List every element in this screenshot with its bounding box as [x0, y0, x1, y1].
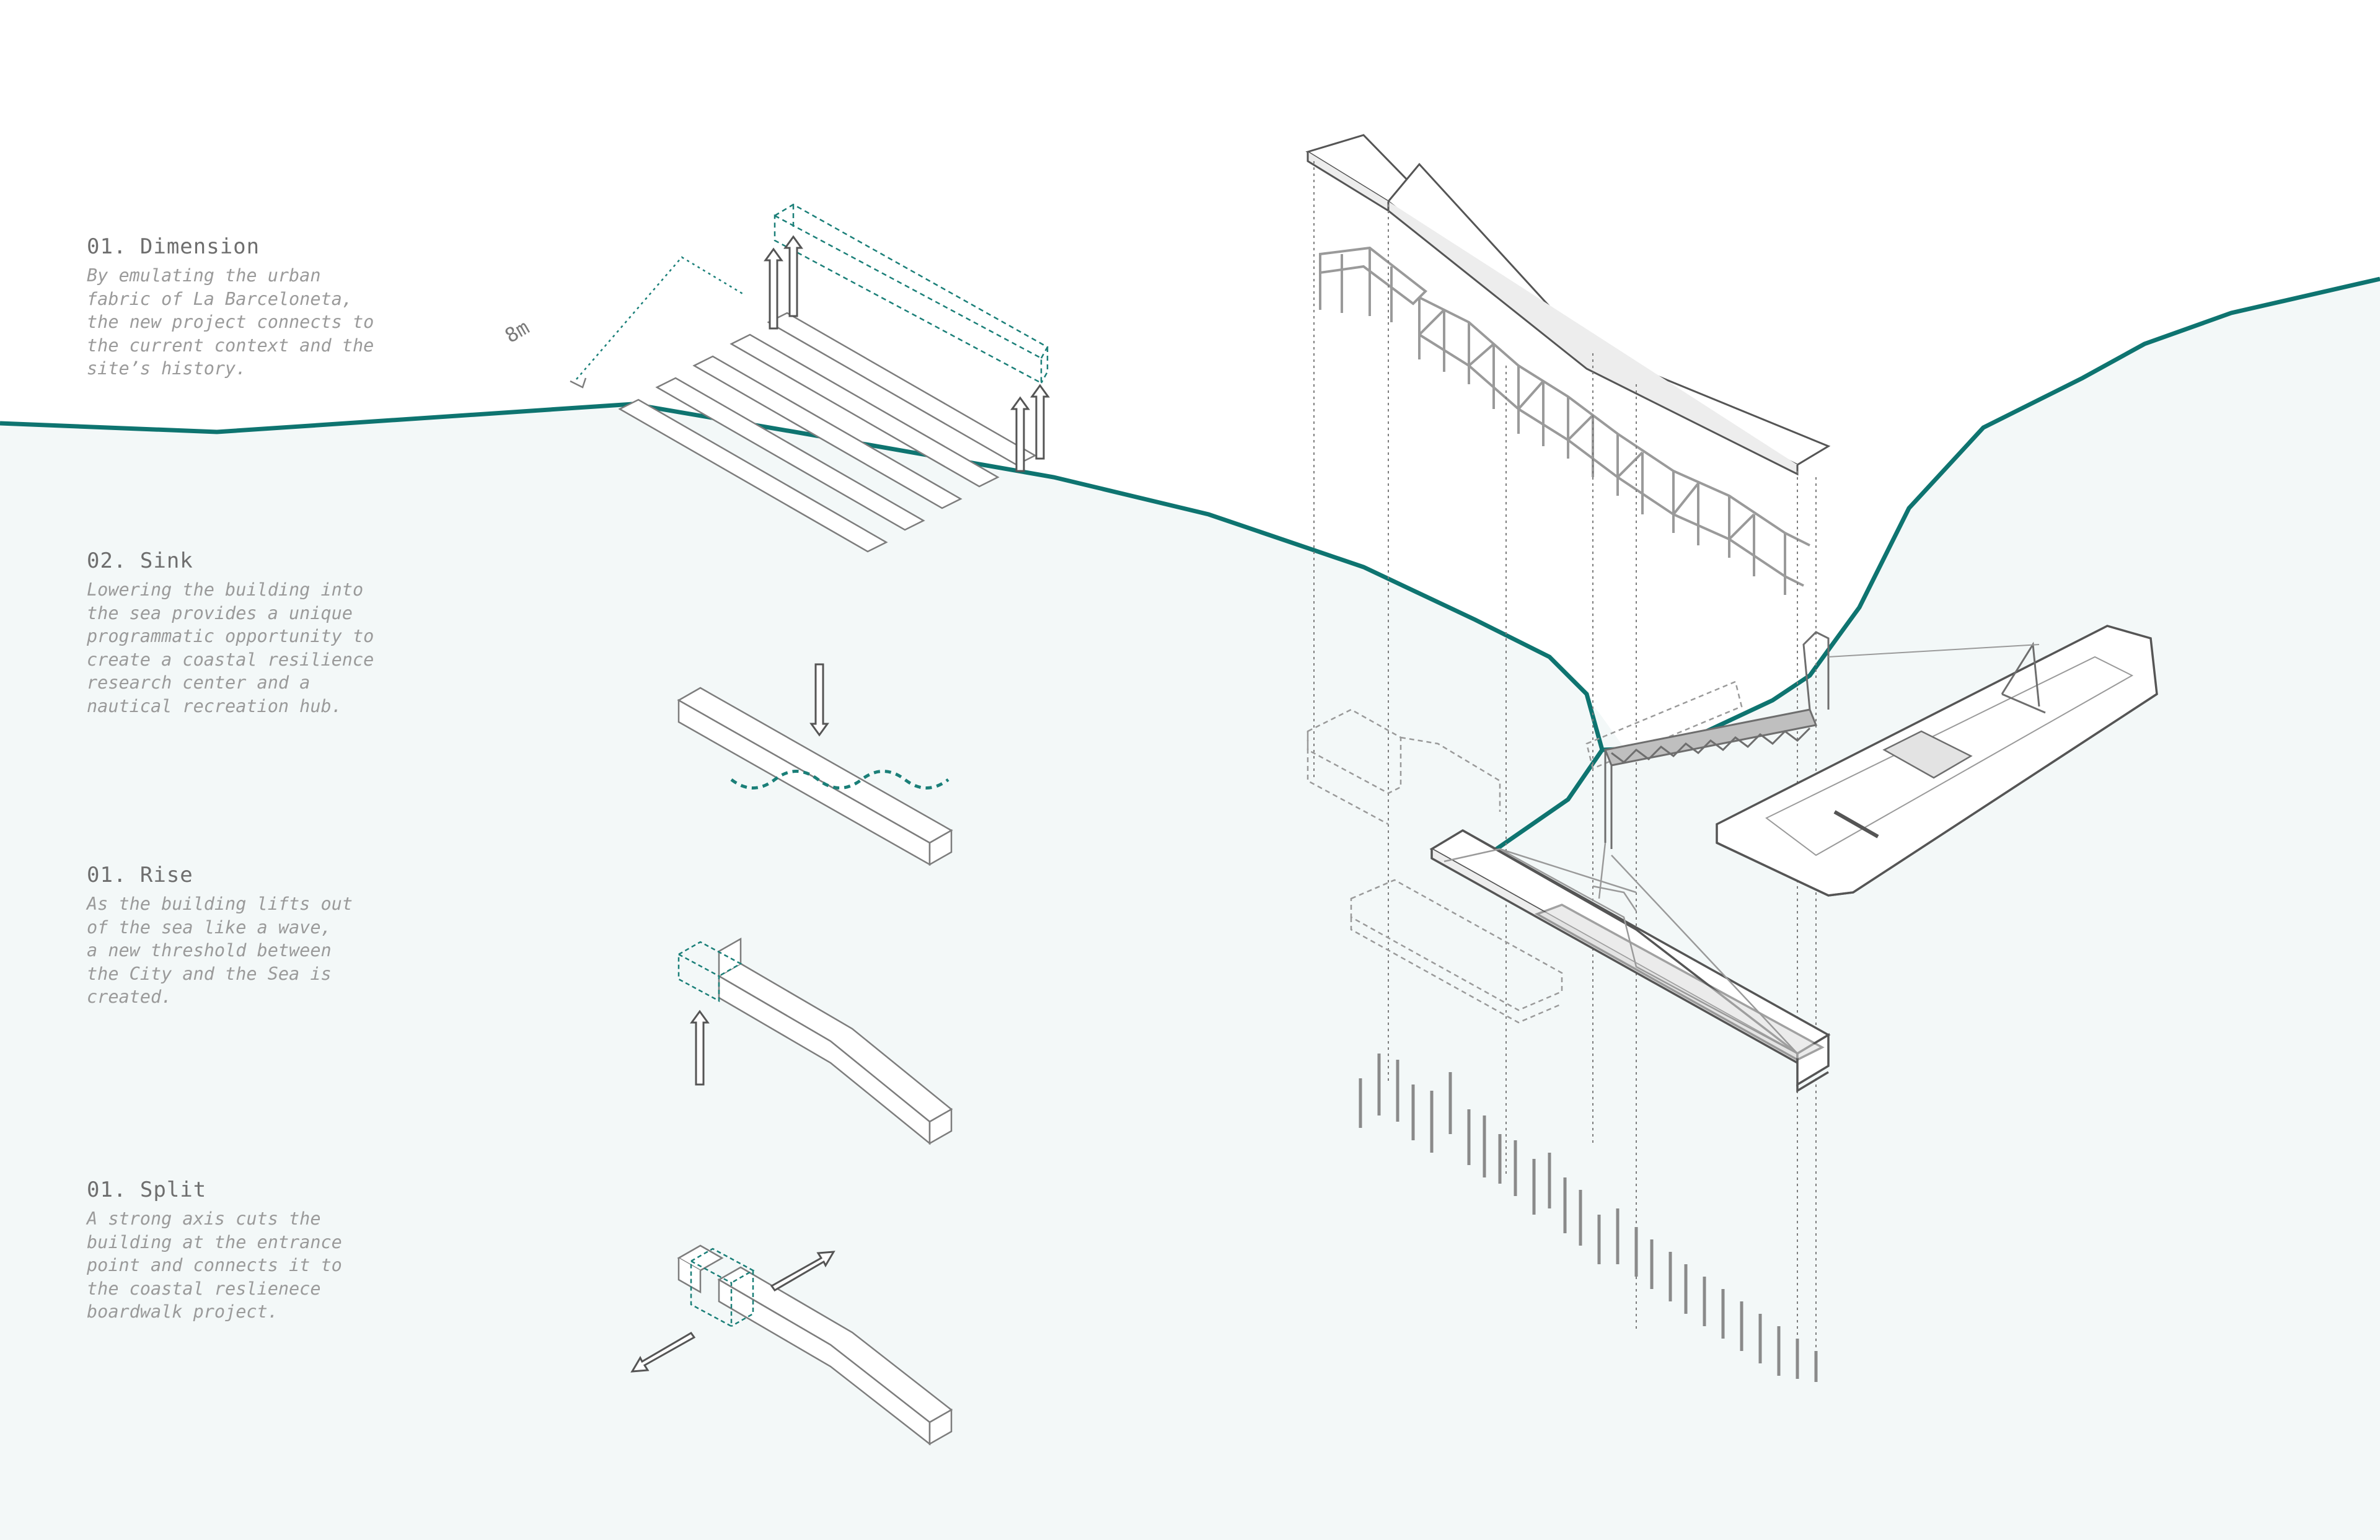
wave-line — [730, 770, 950, 790]
split-diagram — [677, 1244, 953, 1446]
barge — [1716, 625, 2158, 897]
structural-frame — [1319, 246, 1810, 595]
dimension-diagram — [570, 203, 1049, 553]
step-description: A strong axis cuts the building at the e… — [87, 1208, 342, 1322]
ghost-volumes — [1307, 680, 1743, 1024]
step-description: Lowering the building into the sea provi… — [87, 579, 374, 716]
up-arrow-icon — [764, 247, 783, 330]
step-title: 01. Rise — [87, 863, 193, 887]
split-arrow-southwest-icon — [630, 1332, 696, 1373]
up-arrow-icon — [690, 1010, 710, 1086]
up-arrow-icon — [783, 235, 803, 317]
split-dashed-box — [690, 1247, 755, 1328]
split-arrow-northeast-icon — [770, 1251, 835, 1291]
step-sink: 02. Sink Lowering the building into the … — [87, 548, 421, 718]
step-description: As the building lifts out of the sea lik… — [87, 894, 353, 1007]
step-title: 01. Split — [87, 1177, 207, 1202]
dimension-tick — [570, 377, 587, 389]
step-split: 01. Split A strong axis cuts the buildin… — [87, 1177, 421, 1324]
step-description: By emulating the urban fabric of La Barc… — [87, 265, 374, 379]
roof-canopy — [1305, 134, 1831, 476]
down-arrow-icon — [809, 663, 829, 737]
lift-arrows — [764, 235, 1050, 472]
coastline-east — [1602, 276, 2380, 752]
up-arrow-icon — [1030, 384, 1050, 460]
urban-strip-1 — [618, 398, 888, 553]
urban-strip-3 — [692, 355, 963, 509]
urban-strip-5 — [767, 312, 1037, 466]
urban-strip-4 — [729, 333, 1000, 488]
sink-diagram — [677, 687, 953, 866]
rise-dashed-box — [677, 941, 743, 1003]
step-dimension: 01. Dimension By emulating the urban fab… — [87, 234, 421, 381]
urban-strip-2 — [655, 377, 925, 531]
step-rise: 01. Rise As the building lifts out of th… — [87, 863, 421, 1009]
up-arrow-icon — [1010, 396, 1030, 472]
foundation-piles — [1359, 1054, 1818, 1382]
sea-platform-outline — [1443, 848, 1798, 1055]
truss-bridge — [1603, 631, 1830, 849]
dimension-line — [576, 256, 744, 380]
step-title: 02. Sink — [87, 548, 193, 573]
sea-area — [0, 279, 2380, 1540]
step-title: 01. Dimension — [87, 234, 260, 259]
dimension-volume-outline — [774, 203, 1049, 385]
crane-rigging — [1499, 842, 1798, 1054]
